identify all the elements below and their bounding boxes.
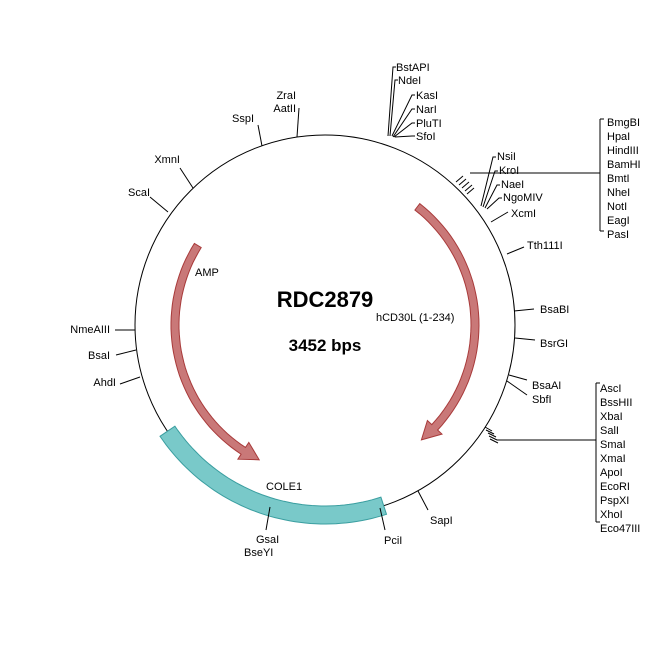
site-group-bsai: BsaI xyxy=(88,349,137,362)
site-label: EagI xyxy=(607,215,630,227)
hcd30l-arrow xyxy=(414,202,480,441)
site-label: AhdI xyxy=(93,377,116,389)
site-label: SspI xyxy=(232,113,254,125)
plasmid-name: RDC2879 xyxy=(277,287,374,312)
site-label: AscI xyxy=(600,383,621,395)
site-group-tth111i: Tth111I xyxy=(506,240,563,255)
site-label: NsiI xyxy=(497,151,516,163)
site-label: PspXI xyxy=(600,495,629,507)
site-label: EcoRI xyxy=(600,481,630,493)
site-label: BsrGI xyxy=(540,338,568,350)
site-label: XhoI xyxy=(600,509,623,521)
site-label: BamHI xyxy=(607,159,641,171)
site-group-bsaai: BsaAI SbfI xyxy=(506,374,561,406)
site-label: BssHII xyxy=(600,397,632,409)
site-group-xmni: XmnI xyxy=(154,154,194,189)
site-label: PasI xyxy=(607,229,629,241)
site-label: BseYI xyxy=(244,547,273,559)
site-label: BstAPI xyxy=(396,62,430,74)
feature-amp xyxy=(170,242,261,461)
site-label: HpaI xyxy=(607,131,630,143)
site-group-sapi: SapI xyxy=(417,490,453,527)
site-group-mcs2 xyxy=(484,382,600,523)
site-label: NgoMIV xyxy=(503,192,543,204)
site-label: Tth111I xyxy=(527,240,563,252)
site-label: Eco47III xyxy=(600,523,640,535)
plasmid-size: 3452 bps xyxy=(289,336,362,355)
site-label: SmaI xyxy=(600,439,626,451)
site-label: PciI xyxy=(384,535,402,547)
feature-hcd30l xyxy=(414,202,480,441)
site-group-bsabi: BsaBI xyxy=(513,304,569,316)
site-group-nmeaiii: NmeAIII xyxy=(70,324,135,336)
site-label: BmgBI xyxy=(607,117,640,129)
site-label: ZraI xyxy=(276,90,296,102)
site-label: BsaI xyxy=(88,350,110,362)
site-group-zrai: ZraI AatII xyxy=(273,90,300,138)
site-label: NheI xyxy=(607,187,630,199)
site-label: KroI xyxy=(499,165,519,177)
site-group-xcmi: XcmI xyxy=(490,208,536,223)
cole1-bar xyxy=(159,425,388,525)
site-label: XcmI xyxy=(511,208,536,220)
site-label: BmtI xyxy=(607,173,630,185)
site-group-kasi: KasI NarI PluTI SfoI xyxy=(391,90,442,143)
site-group-scai: ScaI xyxy=(128,187,169,213)
site-group-bsrgi: BsrGI xyxy=(514,337,568,350)
hcd30l-label: hCD30L (1-234) xyxy=(376,312,454,324)
site-label: KasI xyxy=(416,90,438,102)
amp-label: AMP xyxy=(195,267,219,279)
site-label: AatII xyxy=(273,103,296,115)
site-label: SapI xyxy=(430,515,453,527)
mcs1-labels: BmgBI HpaI HindIII BamHI BmtI NheI NotI … xyxy=(607,117,641,241)
site-group-mcs1 xyxy=(455,118,604,232)
mcs2-labels: AscI BssHII XbaI SalI SmaI XmaI ApoI Eco… xyxy=(600,383,640,535)
site-label: NdeI xyxy=(398,75,421,87)
site-label: ApoI xyxy=(600,467,623,479)
site-label: SfoI xyxy=(416,131,436,143)
site-label: NarI xyxy=(416,104,437,116)
site-label: NotI xyxy=(607,201,627,213)
site-label: NaeI xyxy=(501,179,524,191)
site-group-ahdi: AhdI xyxy=(93,376,141,389)
site-label: XmaI xyxy=(600,453,626,465)
site-label: NmeAIII xyxy=(70,324,110,336)
site-group-nsii: NsiI KroI NaeI NgoMIV xyxy=(480,151,543,210)
site-label: XmnI xyxy=(154,154,180,166)
site-label: BsaBI xyxy=(540,304,569,316)
site-group-gsai: GsaI BseYI xyxy=(244,506,279,559)
site-group-bstapi: BstAPI NdeI xyxy=(387,62,430,137)
site-label: XbaI xyxy=(600,411,623,423)
site-group-pcii: PciI xyxy=(379,507,402,547)
site-label: BsaAI xyxy=(532,380,561,392)
site-label: PluTI xyxy=(416,118,442,130)
site-label: SalI xyxy=(600,425,619,437)
site-label: HindIII xyxy=(607,145,639,157)
site-group-sspi: SspI xyxy=(232,113,263,147)
site-label: ScaI xyxy=(128,187,150,199)
feature-cole1 xyxy=(159,425,388,525)
cole1-label: COLE1 xyxy=(266,481,302,493)
site-label: SbfI xyxy=(532,394,552,406)
amp-arrow xyxy=(170,242,261,461)
site-label: GsaI xyxy=(256,534,279,546)
